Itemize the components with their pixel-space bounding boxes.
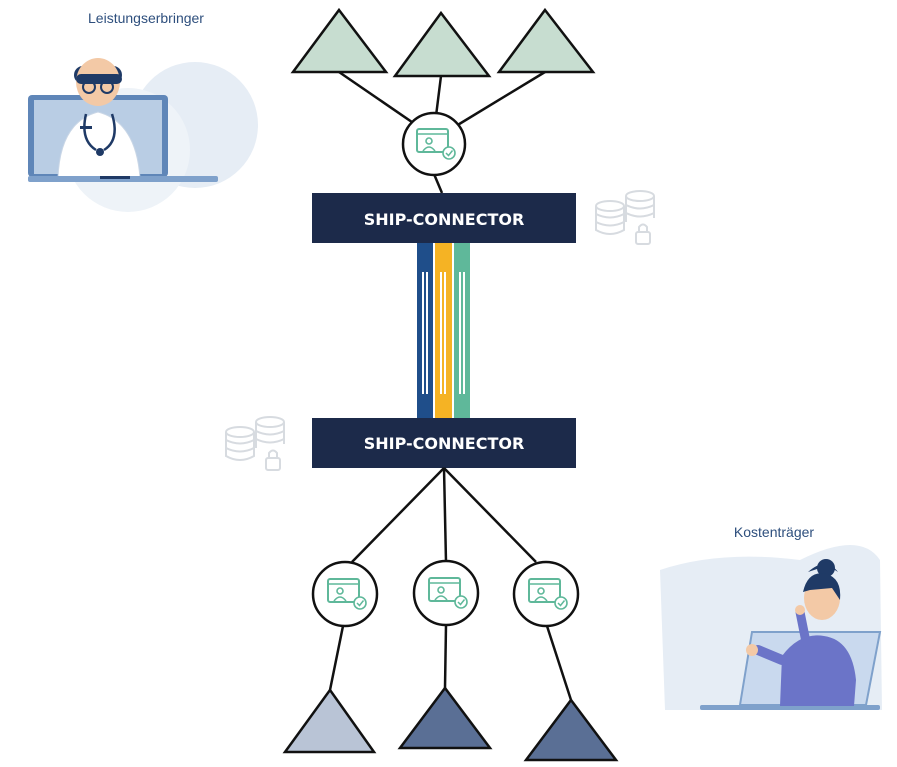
channel-yellow <box>435 243 452 418</box>
bottom-network <box>282 467 619 762</box>
secure-channels <box>417 243 470 418</box>
connection-line <box>442 467 448 563</box>
network-node-triangle <box>496 7 596 74</box>
connection-line <box>338 70 426 133</box>
connection-line <box>443 624 448 689</box>
channel-green <box>454 243 470 418</box>
ship-connector-top: SHIP-CONNECTOR <box>312 193 576 243</box>
ship-connector-bottom: SHIP-CONNECTOR <box>312 418 576 468</box>
connection-line <box>545 625 573 701</box>
channel-blue <box>417 243 433 418</box>
network-node-triangle <box>397 685 493 750</box>
connection-line <box>455 70 546 128</box>
provider-label: Leistungserbringer <box>88 10 204 26</box>
connection-line <box>351 467 445 563</box>
connection-line <box>434 75 443 117</box>
certificate-icon <box>401 111 467 177</box>
connection-line <box>432 173 444 194</box>
connector-label: SHIP-CONNECTOR <box>364 434 525 453</box>
connection-line <box>328 625 345 691</box>
network-node-triangle <box>392 10 492 78</box>
payer-label: Kostenträger <box>734 524 814 540</box>
certificate-icon <box>512 560 580 628</box>
database-icon <box>225 416 285 471</box>
certificate-icon <box>412 559 480 627</box>
certificate-icon <box>311 560 379 628</box>
network-node-triangle <box>290 7 389 74</box>
payer-illustration <box>660 545 882 710</box>
top-network <box>290 7 596 194</box>
database-icon <box>595 190 655 245</box>
connector-label: SHIP-CONNECTOR <box>364 210 525 229</box>
provider-illustration <box>28 58 258 212</box>
connection-line <box>443 467 537 563</box>
network-node-triangle <box>282 687 377 754</box>
network-node-triangle <box>523 697 619 762</box>
